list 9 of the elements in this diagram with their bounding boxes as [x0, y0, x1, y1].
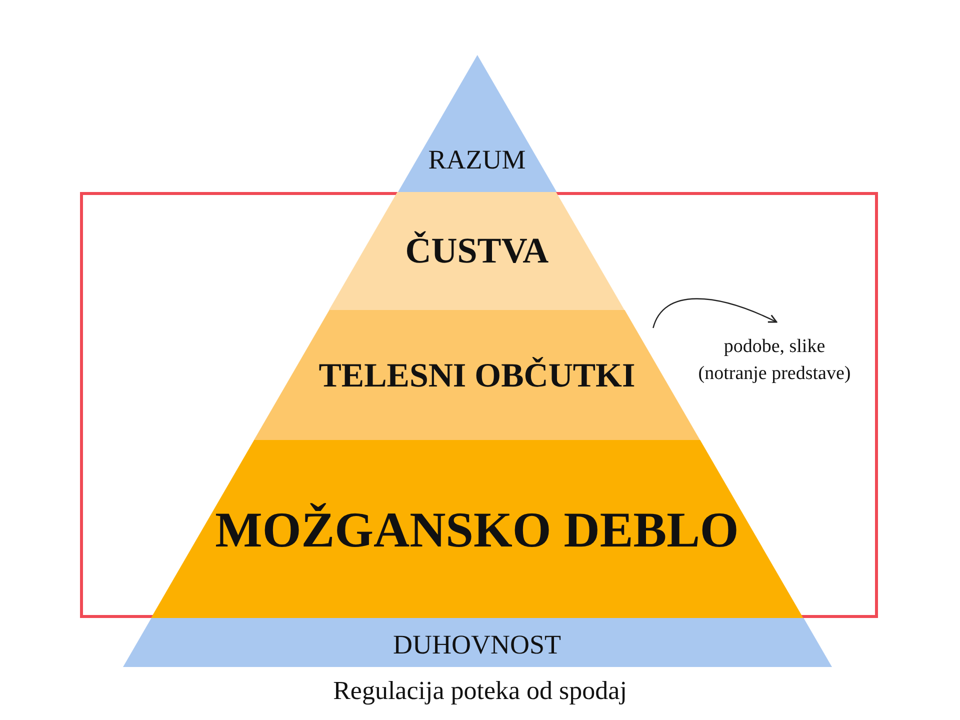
level-label: MOŽGANSKO DEBLO: [215, 501, 739, 559]
level-label: DUHOVNOST: [393, 629, 561, 661]
level-label: RAZUM: [428, 144, 526, 176]
caption: Regulacija poteka od spodaj: [332, 676, 628, 706]
note-text: podobe, slike (notranje predstave): [698, 336, 851, 384]
level-label: ČUSTVA: [405, 230, 549, 272]
level-label: TELESNI OBČUTKI: [318, 356, 636, 396]
highlight-frame: [80, 192, 878, 618]
curved-arrow: [652, 298, 778, 328]
